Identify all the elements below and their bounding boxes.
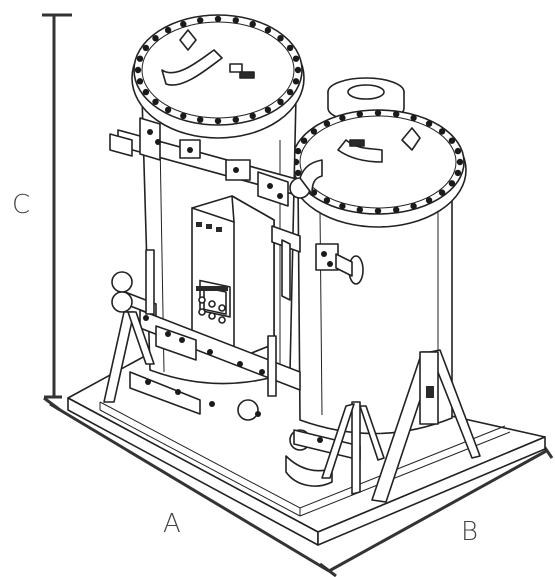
dimension-c: C xyxy=(12,13,72,399)
flange-bolt xyxy=(454,147,462,155)
flange-bolt xyxy=(374,109,382,117)
flange-bolt xyxy=(393,206,400,213)
flange-bolt xyxy=(142,44,150,52)
flange-bolt xyxy=(197,116,204,123)
flange-bolt xyxy=(232,17,239,24)
flange-bolt xyxy=(448,180,456,187)
upper-manifold xyxy=(109,117,364,301)
flange-bolt xyxy=(294,169,302,177)
flange-bolt xyxy=(323,120,331,127)
flange-bolt xyxy=(292,55,300,62)
flange-bolt xyxy=(438,189,446,196)
flange-bolt xyxy=(136,55,144,62)
flange-bolt xyxy=(393,111,400,118)
flange-bolt xyxy=(286,44,294,52)
flange-bolt xyxy=(410,114,417,122)
flange-bolt xyxy=(232,116,239,123)
flange-bolt xyxy=(164,26,172,34)
flange-bolt xyxy=(294,66,302,74)
flange-bolt xyxy=(339,114,346,122)
flange-bolt xyxy=(277,98,284,106)
dimension-c-label: C xyxy=(12,190,30,220)
flange-bolt xyxy=(277,35,284,42)
dimension-a-label: A xyxy=(163,509,181,539)
flange-bolt xyxy=(214,117,222,125)
flange-bolt xyxy=(152,35,159,42)
flange-bolt xyxy=(164,106,172,114)
flange-bolt xyxy=(339,202,346,210)
flange-bolt xyxy=(410,202,417,210)
flange-bolt xyxy=(456,158,464,166)
flange-bolt xyxy=(374,207,382,215)
flange-bolt xyxy=(180,112,187,120)
flange-bolt xyxy=(310,128,318,135)
dimension-b-label: B xyxy=(461,517,478,547)
flange-bolt xyxy=(425,197,433,204)
flange-bolt xyxy=(197,17,204,24)
dimension-a: A xyxy=(43,396,337,577)
flange-bolt xyxy=(448,137,456,144)
flange-bolt xyxy=(264,106,272,114)
flange-bolt xyxy=(134,66,142,74)
flange-bolt xyxy=(249,112,256,120)
lower-manifold xyxy=(111,249,361,487)
flange-bolt xyxy=(356,206,363,213)
flange-bolt xyxy=(292,78,300,85)
flange-bolt xyxy=(180,20,187,28)
flange-bolt xyxy=(264,26,272,34)
flange-bolt xyxy=(356,111,363,118)
flange-bolt xyxy=(249,20,256,28)
flange-bolt xyxy=(152,98,159,106)
flange-bolt xyxy=(425,120,433,127)
flange-bolt xyxy=(214,15,222,23)
flange-bolt xyxy=(136,78,144,85)
flange-bolt xyxy=(142,88,150,96)
flange-bolt xyxy=(300,137,308,144)
flange-bolt xyxy=(286,88,294,96)
support-legs xyxy=(103,311,481,503)
control-panel xyxy=(191,195,275,361)
flange-bolt xyxy=(294,147,302,155)
flange-bolt xyxy=(454,169,462,177)
flange-bolt xyxy=(438,128,446,135)
panel-buttons xyxy=(196,286,228,324)
flange-bolt xyxy=(323,197,331,204)
